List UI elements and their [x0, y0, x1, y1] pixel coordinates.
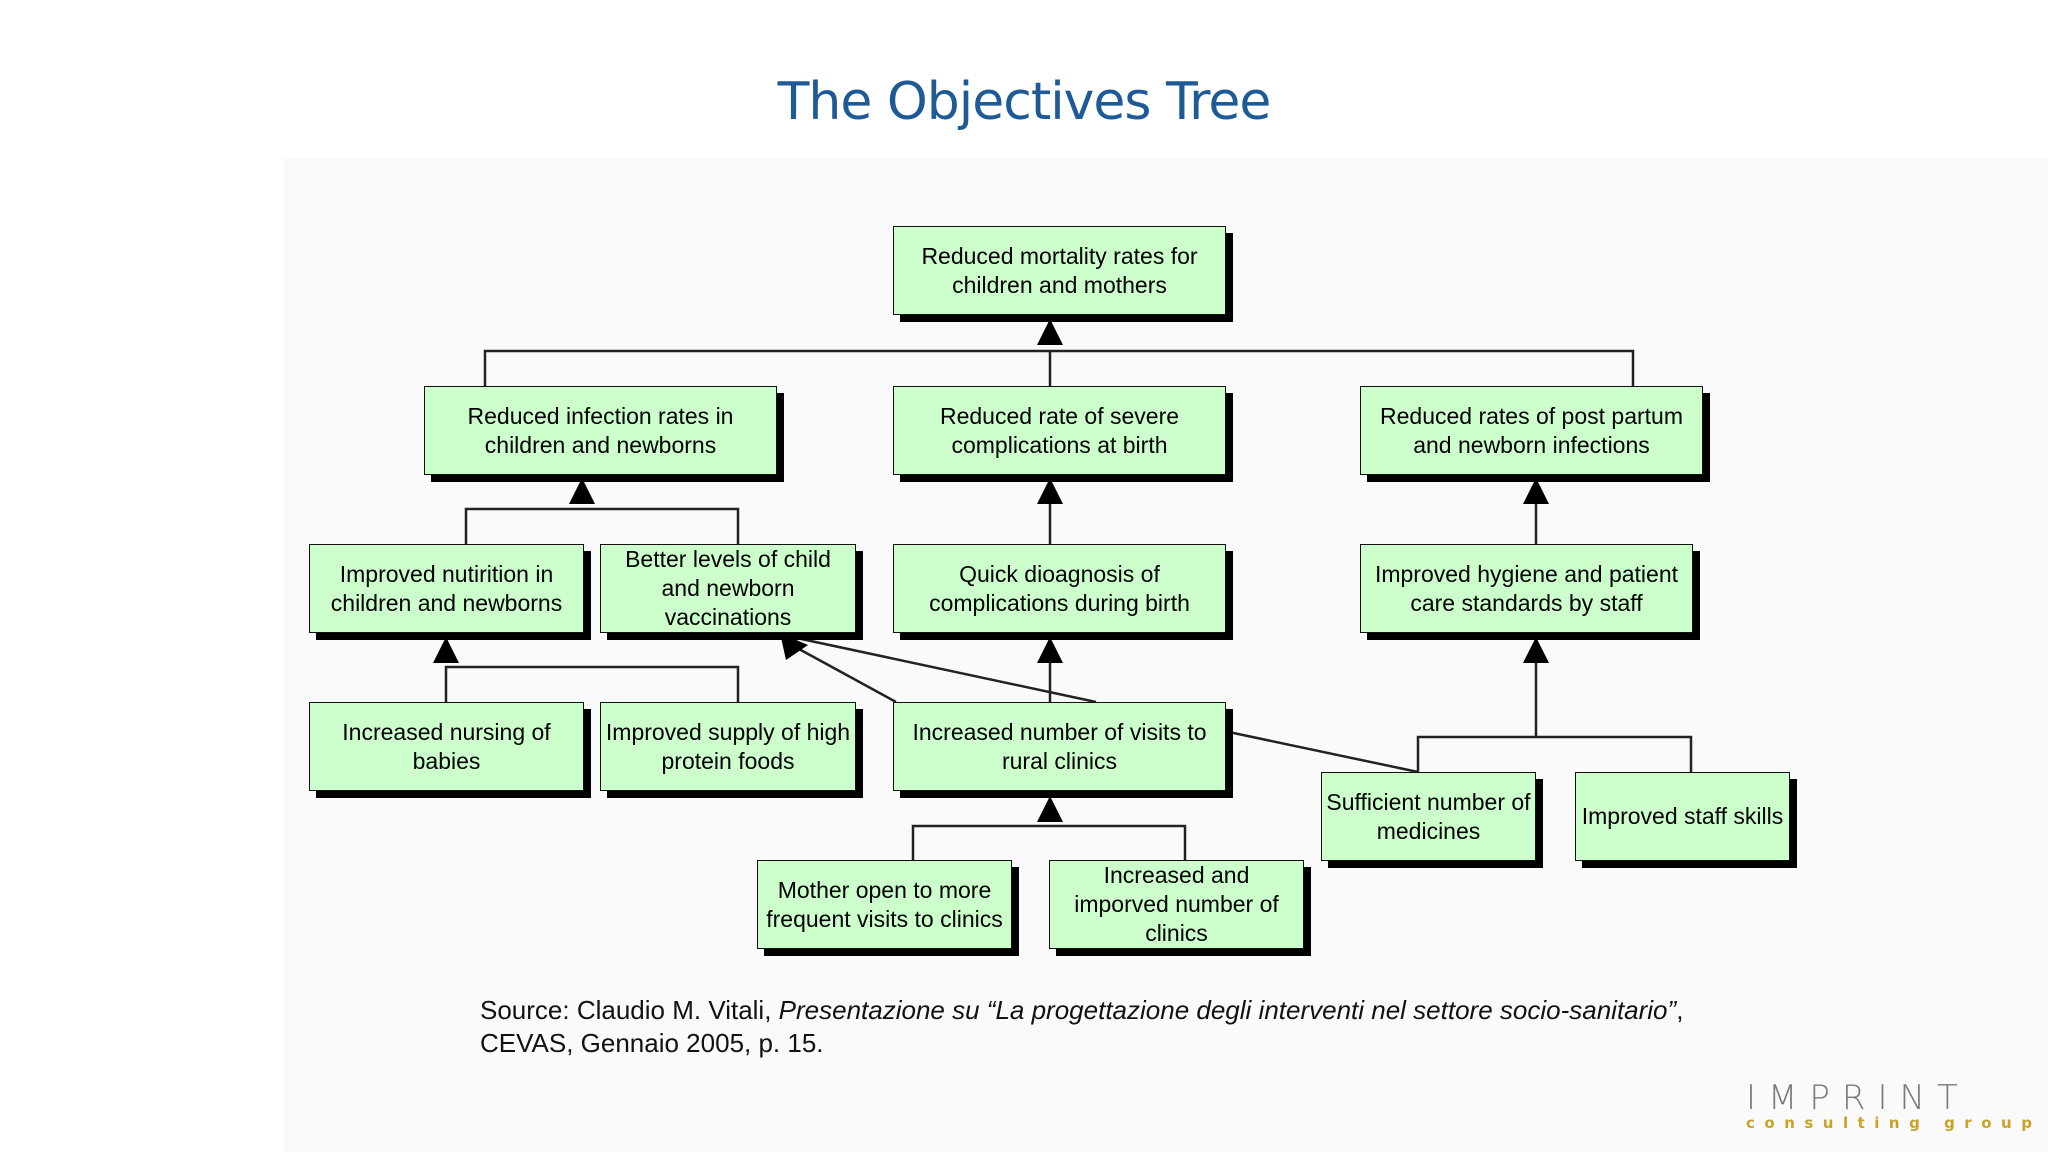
node-reduced-mortality: Reduced mortality rates for children and… — [893, 226, 1226, 315]
arrow-head — [1037, 796, 1063, 822]
node-better-vaccination: Better levels of child and newborn vacci… — [600, 544, 856, 633]
source-citation: Source: Claudio M. Vitali, Presentazione… — [480, 994, 1780, 1060]
node-improved-hygiene: Improved hygiene and patient care standa… — [1360, 544, 1693, 633]
source-prefix: Source: Claudio M. Vitali, — [480, 995, 779, 1025]
arrow-head — [780, 633, 808, 660]
node-improved-staff-skills: Improved staff skills — [1575, 772, 1790, 861]
imprint-logo-subtitle: consulting group — [1746, 1114, 2042, 1132]
node-reduced-infection: Reduced infection rates in children and … — [424, 386, 777, 475]
source-suffix: , CEVAS, Gennaio 2005, p. 15. — [480, 995, 1684, 1058]
source-title: Presentazione su “La progettazione degli… — [778, 995, 1677, 1025]
node-improved-protein: Improved supply of high protein foods — [600, 702, 856, 791]
arrow-head — [1037, 319, 1063, 345]
arrow-head — [569, 478, 595, 504]
arrow-head — [1523, 637, 1549, 663]
diagram-panel — [284, 158, 2048, 1152]
imprint-logo-text: IMPRINT — [1746, 1078, 1970, 1118]
node-reduced-postpartum: Reduced rates of post partum and newborn… — [1360, 386, 1703, 475]
page-title: The Objectives Tree — [777, 72, 1272, 132]
arrow-head — [433, 637, 459, 663]
node-quick-diagnosis: Quick dioagnosis of complications during… — [893, 544, 1226, 633]
arrow-head — [1037, 478, 1063, 504]
node-sufficient-medicines: Sufficient number of medicines — [1321, 772, 1536, 861]
node-reduced-complications: Reduced rate of severe complications at … — [893, 386, 1226, 475]
node-increased-clinics: Increased and imporved number of clinics — [1049, 860, 1304, 949]
arrow-head — [1037, 637, 1063, 663]
arrow-head — [1523, 478, 1549, 504]
node-increased-nursing: Increased nursing of babies — [309, 702, 584, 791]
node-improved-nutrition: Improved nutirition in children and newb… — [309, 544, 584, 633]
node-mother-open: Mother open to more frequent visits to c… — [757, 860, 1012, 949]
node-increased-visits: Increased number of visits to rural clin… — [893, 702, 1226, 791]
